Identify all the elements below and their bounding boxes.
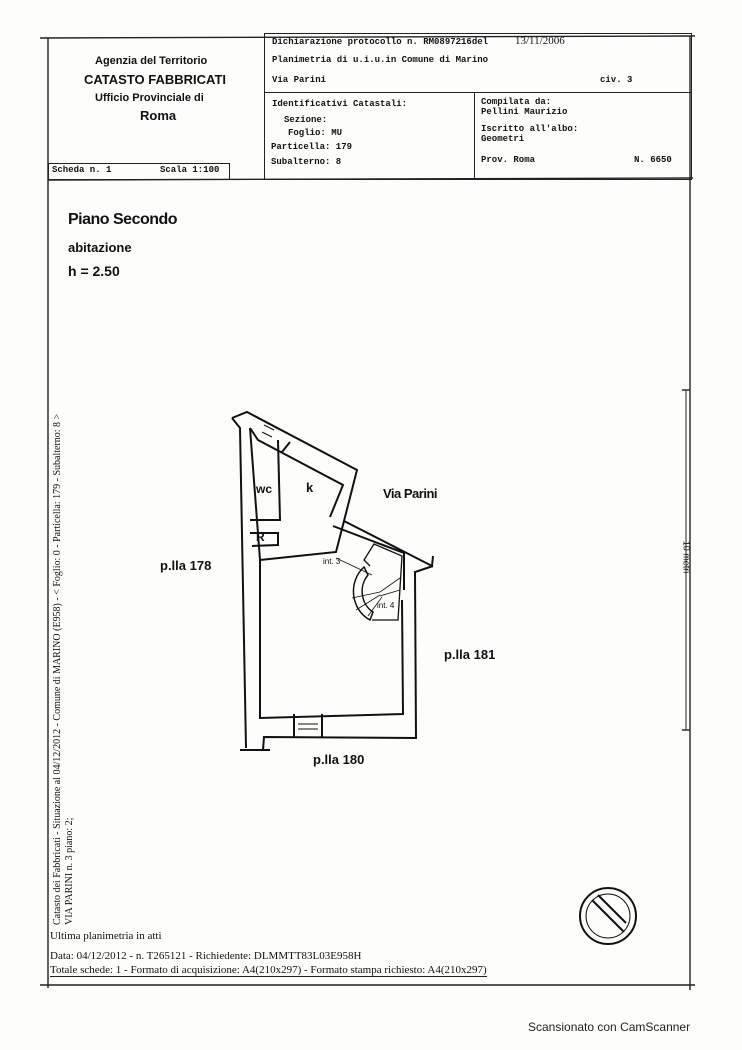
register-number: N. 6650 xyxy=(634,155,672,165)
scale: Scala 1:100 xyxy=(160,165,220,175)
scheda: Scheda n. 1 xyxy=(52,165,112,175)
int-4-label: int. 4 xyxy=(377,601,395,610)
floorplan-walls xyxy=(231,410,434,751)
divider xyxy=(264,92,692,93)
identifiers-title: Identificativi Catastali: xyxy=(272,99,408,109)
declaration-protocol: Dichiarazione protocollo n. RM0897216del xyxy=(272,37,489,47)
province: Prov. Roma xyxy=(481,155,536,165)
compiled-by: Pellini Maurizio xyxy=(481,107,568,117)
particella: Particella: 179 xyxy=(271,142,353,152)
compiled-by-label: Compilata da: xyxy=(481,97,552,107)
office-city: Roma xyxy=(140,108,177,123)
agency-name: Agenzia del Territorio xyxy=(95,55,208,67)
catasto-title: CATASTO FABBRICATI xyxy=(84,72,227,87)
sezione: Sezione: xyxy=(284,115,328,125)
plot-178-label: p.lla 178 xyxy=(160,558,212,573)
plot-180-label: p.lla 180 xyxy=(313,752,365,767)
int-3-label: int. 3 xyxy=(323,557,341,566)
street-label: Via Parini xyxy=(383,486,438,501)
scheda-box xyxy=(48,163,230,180)
footer-data: Data: 04/12/2012 - n. T265121 - Richiede… xyxy=(50,950,362,962)
declaration-date: 13/11/2006 xyxy=(515,35,565,47)
civic-number: civ. 3 xyxy=(600,75,633,85)
footer-totals: Totale schede: 1 - Formato di acquisizio… xyxy=(50,964,487,977)
floor-height: h = 2.50 xyxy=(68,263,120,279)
room-kitchen: k xyxy=(306,480,314,495)
side-text-2: VIA PARINI n. 3 piano: 2; xyxy=(64,817,75,925)
side-text-1: Catasto dei Fabbricati - Situazione al 0… xyxy=(52,413,63,925)
scale-bar-label: 10 metri xyxy=(681,540,692,574)
divider xyxy=(474,92,475,178)
compass-icon xyxy=(579,887,637,945)
foglio: Foglio: MU xyxy=(288,128,343,138)
room-r: R xyxy=(256,530,265,544)
street: Via Parini xyxy=(272,75,327,85)
office-label: Ufficio Provinciale di xyxy=(95,92,204,104)
subalterno: Subalterno: 8 xyxy=(271,157,342,167)
camscanner-watermark: Scansionato con CamScanner xyxy=(528,1020,691,1034)
header-box xyxy=(264,33,692,180)
plot-181-label: p.lla 181 xyxy=(444,647,496,662)
room-wc: wc xyxy=(256,482,273,496)
register-label: Iscritto all'albo: xyxy=(481,124,579,134)
frame-top xyxy=(39,35,696,39)
floor-title: Piano Secondo xyxy=(68,211,178,228)
footer-last-plan: Ultima planimetria in atti xyxy=(50,930,162,942)
planimetry-title: Planimetria di u.i.u.in Comune di Marino xyxy=(272,55,489,65)
register: Geometri xyxy=(481,134,525,144)
floor-use: abitazione xyxy=(68,240,132,255)
